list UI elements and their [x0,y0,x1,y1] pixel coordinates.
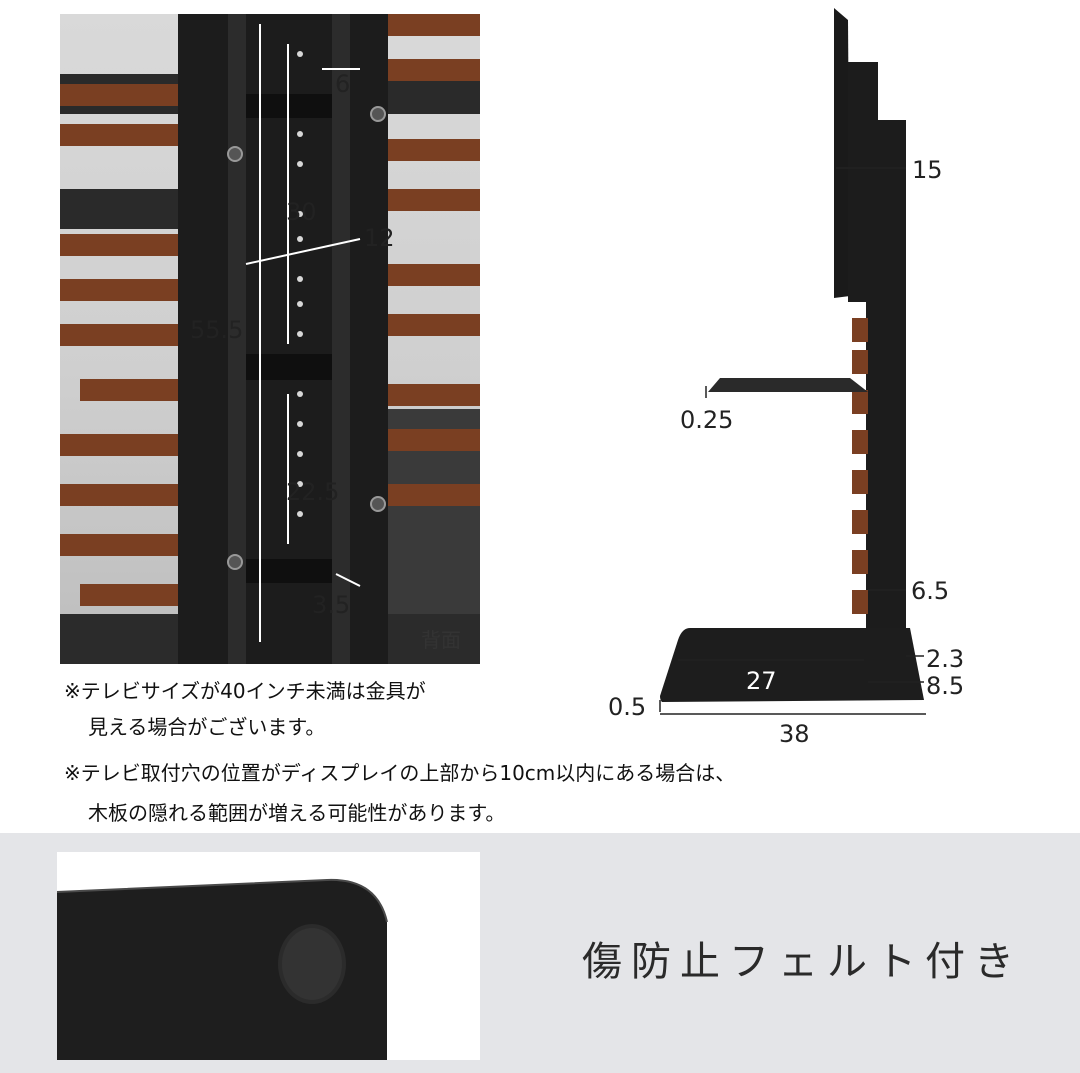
felt-illustration [57,878,388,1060]
dimension-label-22-5: 22.5 [286,478,340,506]
dimension-label-6: 6 [335,70,351,98]
side-view-diagram [659,8,926,715]
bracket [246,559,332,583]
feature-label: 傷防止フェルト付き [582,939,1023,985]
back-view-caption: 背面 [421,628,461,652]
felt-closeup-photo [57,852,480,1060]
dimension-lines [245,24,361,642]
dimension-label-15: 15 [912,156,943,184]
rear-bar [60,189,180,229]
stand-column [866,120,906,675]
dimension-label-0-25: 0.25 [680,406,734,434]
dimension-label-2-3: 2.3 [926,645,965,673]
dimension-label-0-5: 0.5 [608,693,647,721]
note-2-line-1: ※テレビ取付穴の位置がディスプレイの上部から10cm以内にある場合は、 [64,761,736,785]
dimension-label-27: 27 [746,667,777,695]
dimension-label-38: 38 [779,720,810,748]
dimension-label-8-5: 8.5 [926,672,965,700]
base-plate [660,628,924,702]
base-plate-corner [57,879,387,1060]
note-1-line-1: ※テレビサイズが40インチ未満は金具が [64,679,426,703]
tv-panel [834,8,850,298]
stand-back-illustration [60,14,480,664]
bracket [246,354,332,380]
dimension-label-3-5: 3.5 [312,591,351,619]
dimension-label-6-5: 6.5 [911,577,950,605]
note-1-line-2: 見える場合がございます。 [88,715,326,739]
dimension-label-30: 30 [286,198,317,226]
wood-slats-right [380,14,480,506]
main-column [178,14,388,664]
mount-holes [297,51,303,517]
shelf [708,378,868,392]
column-wood-slats [852,318,868,654]
wood-slats-left [60,84,180,606]
dimension-label-12: 12 [364,224,395,252]
note-2-line-2: 木板の隠れる範囲が増える可能性があります。 [88,801,506,825]
back-view-photo [60,14,480,664]
bolts [227,106,386,570]
dimension-label-55-5: 55.5 [190,316,244,344]
side-dimension-lines [659,167,926,715]
